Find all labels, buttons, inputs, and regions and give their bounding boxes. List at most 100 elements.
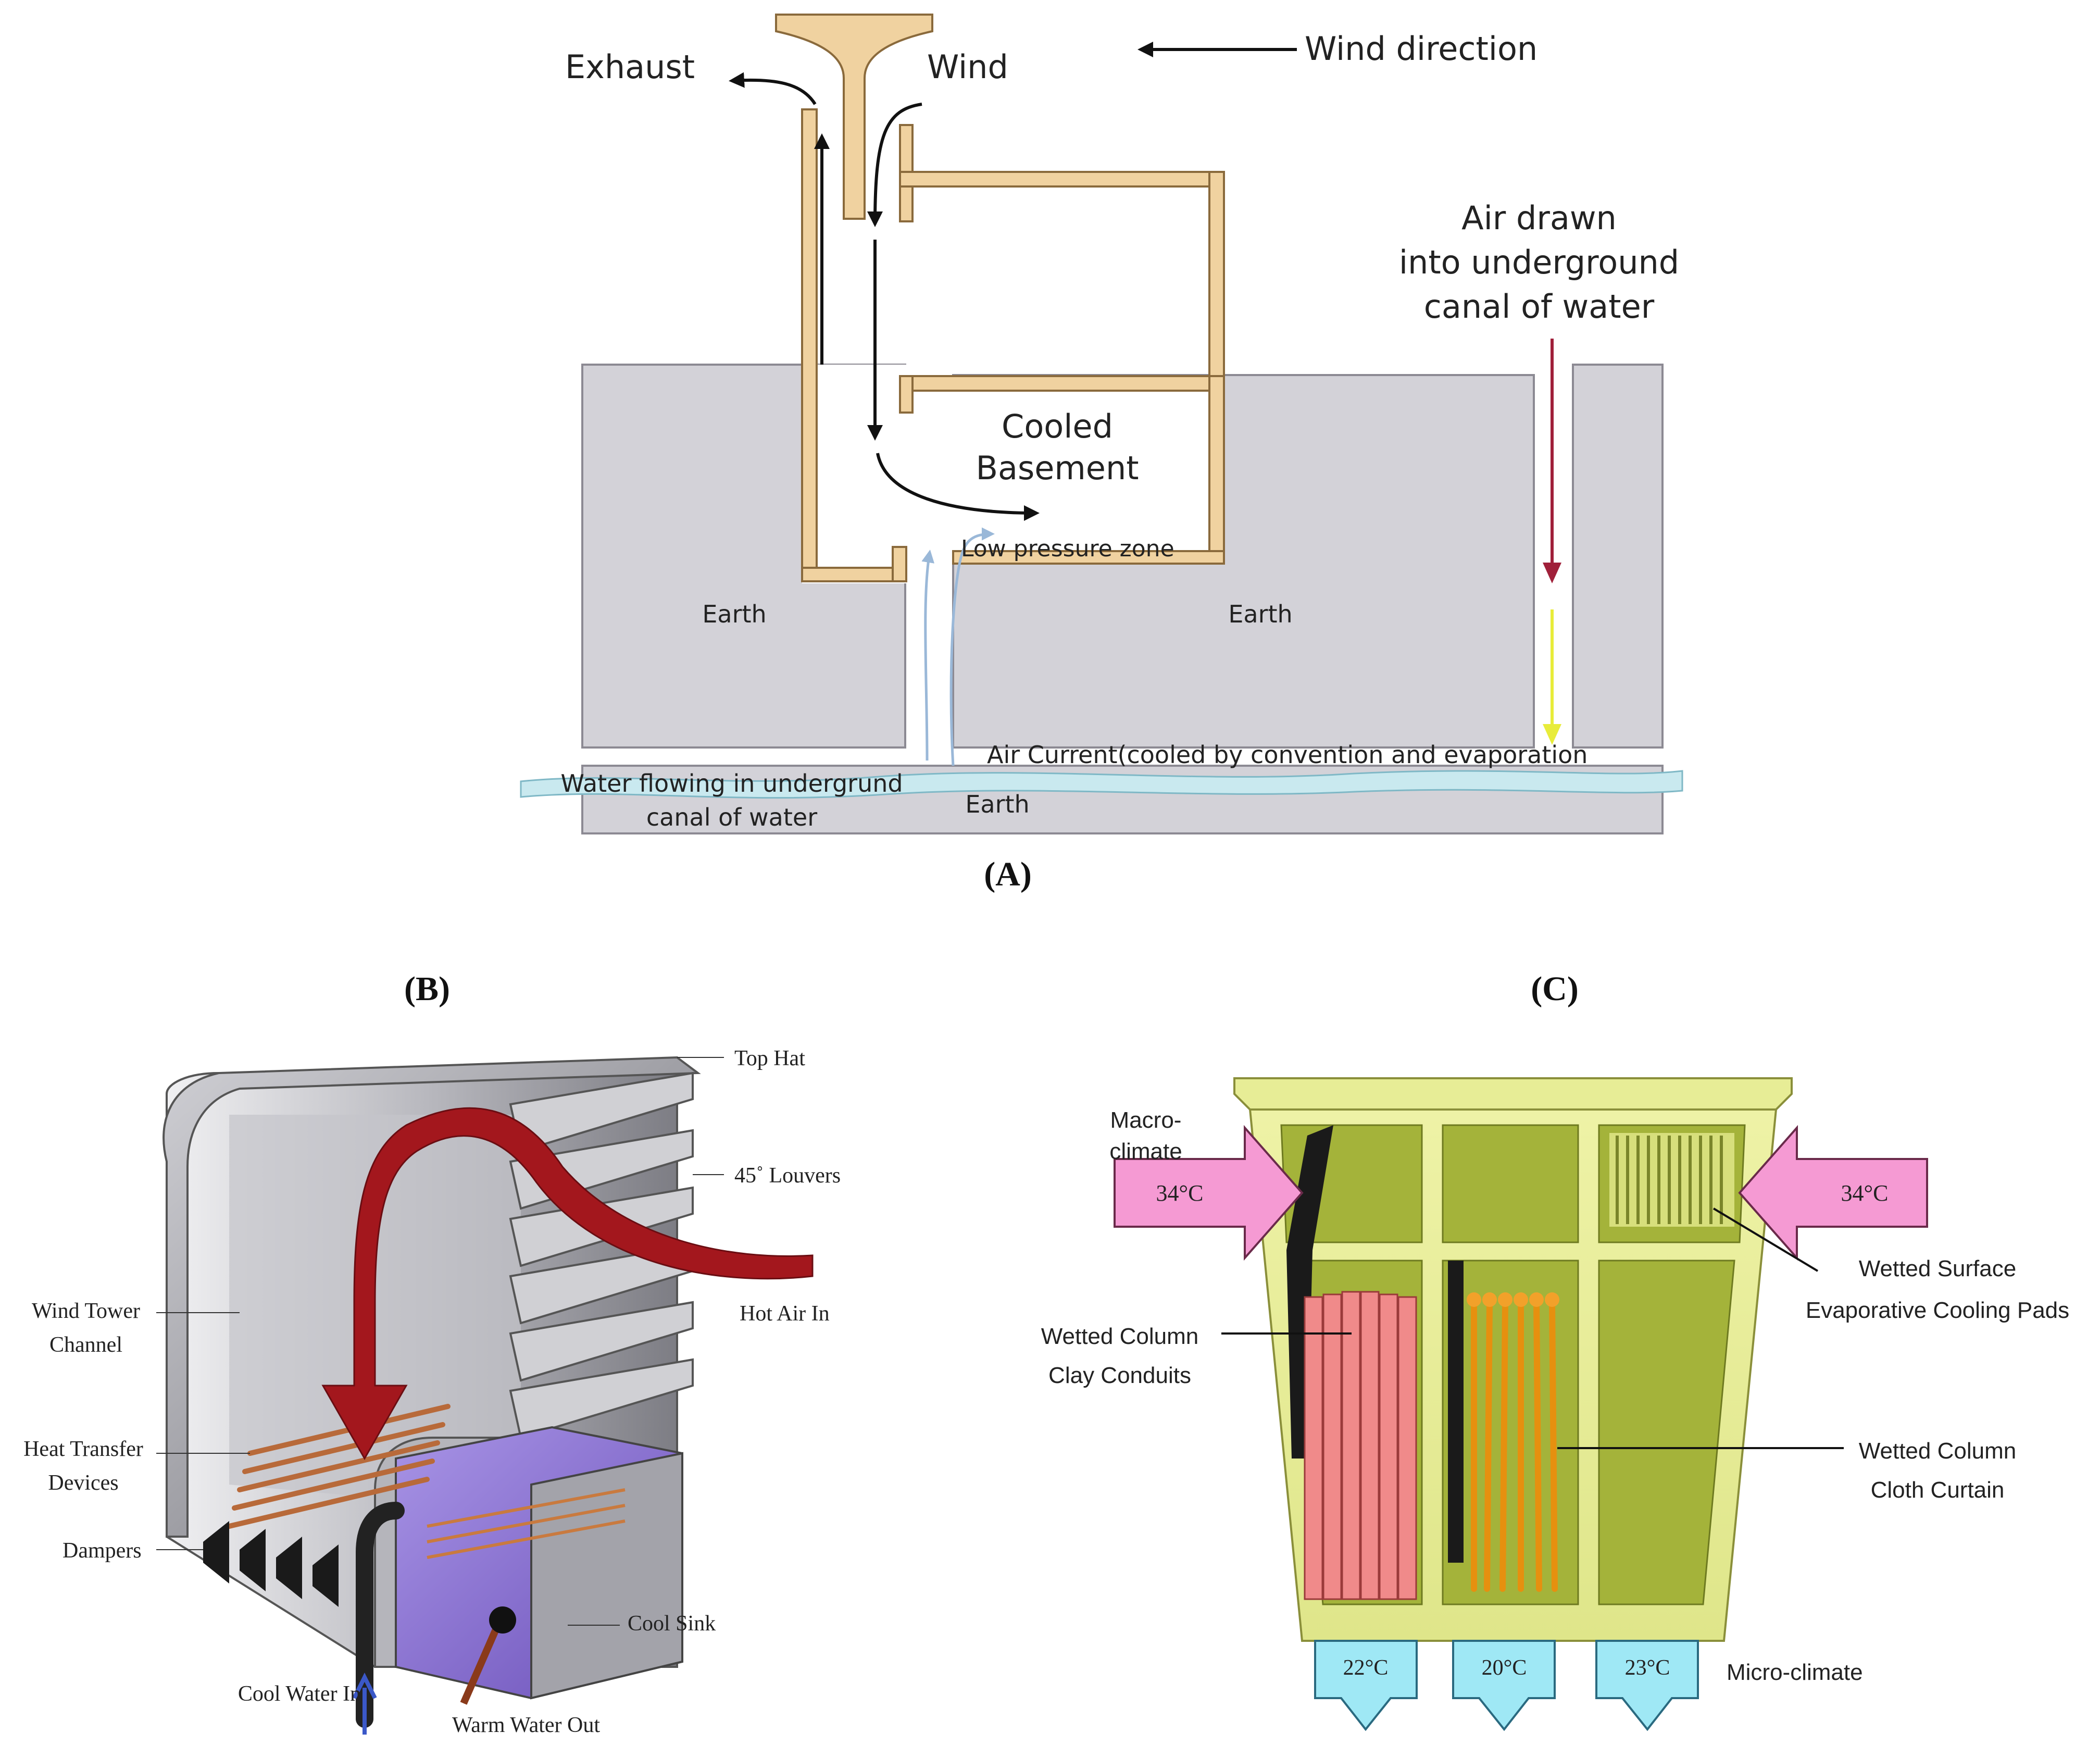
warm-water-out-arrow <box>460 1618 504 1705</box>
arrow-exhaust-out <box>729 72 817 105</box>
cool-arrow-2 <box>1452 1640 1556 1731</box>
compartment-3-bottom <box>1598 1260 1735 1605</box>
label-cooled: Cooled <box>1002 407 1113 445</box>
panel-c-leaders <box>1221 1207 1844 1449</box>
label-cool-water-in: Cool Water In <box>238 1682 361 1706</box>
damper-4 <box>312 1544 339 1607</box>
earth-block-far-right <box>1572 364 1664 749</box>
label-wind-direction: Wind direction <box>1305 30 1538 68</box>
hot-arrow-left <box>1114 1125 1304 1261</box>
cool-water-pipe <box>356 1502 405 1728</box>
damper-2 <box>240 1529 266 1591</box>
lower-right-wall <box>1208 375 1225 565</box>
current-arrows <box>921 527 995 766</box>
label-top-hat: Top Hat <box>734 1046 805 1070</box>
label-heat-transfer-2: Devices <box>48 1471 118 1495</box>
label-air-drawn-2: into underground <box>1399 243 1679 281</box>
panel-c-caption: (C) <box>1531 970 1579 1008</box>
panel-c: (C) <box>1041 970 2069 1731</box>
label-low-pressure: Low pressure zone <box>961 535 1174 562</box>
louver-5 <box>509 1301 694 1382</box>
cool-arrow-1 <box>1314 1640 1418 1731</box>
label-clay-1: Wetted Column <box>1041 1324 1198 1349</box>
upper-floor <box>899 171 1225 188</box>
label-macro-1: Macro- <box>1110 1107 1182 1133</box>
arrow-wind-in <box>867 103 922 227</box>
louvers <box>509 1071 694 1439</box>
compartment-2-shadow <box>1448 1261 1464 1563</box>
airflow-arrows <box>729 42 1297 521</box>
label-cool-sink: Cool Sink <box>628 1612 716 1636</box>
label-hot-air-in: Hot Air In <box>740 1302 830 1326</box>
water-canal <box>520 770 1683 799</box>
compartment-1-shadow <box>1286 1125 1333 1459</box>
label-heat-transfer-1: Heat Transfer <box>23 1437 143 1461</box>
warm-water-outlet <box>489 1606 516 1634</box>
label-wind-tower-1: Wind Tower <box>32 1299 140 1323</box>
temp-right: 34°C <box>1841 1180 1889 1206</box>
cloth-curtain-tops <box>1467 1292 1559 1307</box>
dampers <box>203 1521 339 1607</box>
label-basement: Basement <box>976 449 1139 487</box>
panel-b-caption: (B) <box>404 970 450 1008</box>
cooling-pad-slots <box>1616 1136 1723 1224</box>
cool-sink-front <box>530 1452 683 1700</box>
label-wind: Wind <box>927 48 1008 86</box>
panel-a-caption: (A) <box>984 855 1032 893</box>
label-air-current: Air Current(cooled by convention and eva… <box>987 741 1588 769</box>
cloth-curtain <box>1471 1299 1558 1592</box>
basement-floor-left <box>801 567 907 582</box>
louver-6 <box>509 1358 694 1439</box>
compartment-2-top <box>1442 1124 1579 1243</box>
mid-floor <box>899 375 1225 392</box>
upper-right-wall <box>1208 171 1225 392</box>
lower-right-floor <box>952 550 1225 565</box>
arrow-air-drawn-head <box>1543 563 1561 583</box>
heat-transfer-devices <box>227 1404 451 1529</box>
label-cloth-2: Cloth Curtain <box>1871 1477 2005 1503</box>
cool-water-in-arrow <box>352 1673 377 1735</box>
label-warm-water-out: Warm Water Out <box>452 1713 600 1737</box>
label-micro-climate: Micro-climate <box>1727 1660 1863 1685</box>
arrow-into-basement <box>876 453 1040 521</box>
tower-left-wall <box>801 108 818 582</box>
label-water-flow-1: Water flowing in undergrund <box>560 769 903 797</box>
label-louvers: 45˚ Louvers <box>734 1164 841 1188</box>
heat-transfer-tubes-inner <box>427 1488 626 1559</box>
label-cloth-1: Wetted Column <box>1859 1438 2016 1464</box>
label-macro-2: climate <box>1109 1139 1182 1164</box>
panel-b: (B) <box>23 970 841 1737</box>
temp-out-2: 20°C <box>1482 1656 1527 1680</box>
arrow-current-up <box>921 550 935 761</box>
wind-tower-structure <box>775 14 1225 582</box>
tower-cap <box>775 14 933 220</box>
arrow-yellow-head <box>1543 724 1561 745</box>
temp-left: 34°C <box>1156 1180 1204 1206</box>
temp-out-3: 23°C <box>1625 1656 1670 1680</box>
cooling-pad-grid <box>1609 1133 1734 1227</box>
label-air-drawn-3: canal of water <box>1424 288 1655 326</box>
clay-conduits <box>1304 1291 1417 1600</box>
hot-arrow-right <box>1738 1125 1928 1261</box>
label-water-flow-2: canal of water <box>646 803 817 831</box>
arrow-current-turn <box>949 527 995 766</box>
damper-3 <box>276 1537 302 1599</box>
top-hat <box>162 1056 701 1538</box>
label-air-drawn-1: Air drawn <box>1461 199 1617 237</box>
mid-floor-lip <box>899 375 914 414</box>
label-clay-2: Clay Conduits <box>1048 1363 1191 1388</box>
damper-1 <box>203 1521 229 1584</box>
label-wind-tower-2: Channel <box>49 1333 122 1357</box>
temp-out-1: 22°C <box>1343 1656 1389 1680</box>
label-wetted-surface-1: Wetted Surface <box>1859 1256 2016 1281</box>
label-earth-left: Earth <box>702 600 766 628</box>
label-exhaust: Exhaust <box>565 48 695 86</box>
cabinet-top <box>1233 1077 1793 1111</box>
panel-a: Exhaust Wind Wind direction Air drawn in… <box>520 14 1683 893</box>
label-earth-bottom: Earth <box>965 790 1029 818</box>
label-dampers: Dampers <box>63 1539 142 1563</box>
basement-step <box>892 546 907 582</box>
label-wetted-surface-2: Evaporative Cooling Pads <box>1806 1298 2069 1323</box>
panel-b-leaders <box>156 1057 724 1626</box>
